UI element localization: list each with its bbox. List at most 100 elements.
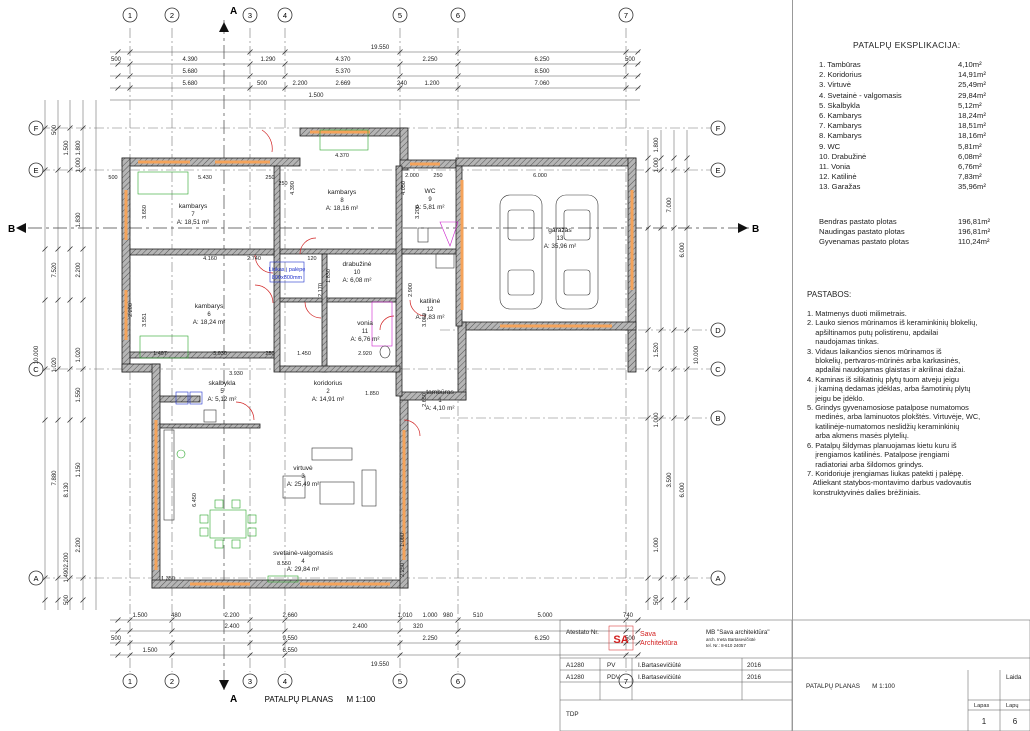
axis-4-bottom: 4 — [283, 677, 287, 686]
explication-row-area: 6,08m² — [958, 151, 982, 161]
dim-label: 3.551 — [142, 313, 148, 327]
axis-6-bottom-circle — [450, 673, 466, 689]
walls — [121, 127, 637, 589]
axis-A-left: A — [33, 574, 38, 583]
dim-tick — [55, 366, 61, 372]
dim-tick — [455, 73, 461, 79]
stage-code: TDP — [566, 711, 579, 718]
dim-tick — [42, 246, 48, 252]
axis-C-left-circle — [28, 361, 44, 377]
explication-title: PATALPŲ EKSPLIKACIJA: — [853, 40, 961, 50]
axis-2-bottom-circle — [164, 673, 180, 689]
explication-row-label: 2. Koridorius — [819, 70, 862, 80]
axis-5-top: 5 — [398, 11, 402, 20]
note-line: Atliekant statybos-montavimo darbus vado… — [807, 478, 972, 488]
dim-tick — [645, 327, 651, 333]
dim-label: 500 — [625, 636, 636, 642]
dim-label: 1.000 — [76, 157, 82, 173]
dim-tick — [645, 225, 651, 231]
dim-label: 1.497 — [153, 351, 167, 357]
row2-name: I.Bartasevičiūtė — [638, 674, 682, 681]
dim-tick — [80, 297, 86, 303]
explication-row-area: 18,24m² — [958, 111, 986, 121]
dim-label: 2.200 — [292, 81, 308, 87]
dim-tick — [247, 640, 253, 646]
dim-label: 500 — [625, 57, 636, 63]
dim-label: 5.680 — [182, 69, 198, 75]
dim-label: 500 — [111, 636, 122, 642]
dim-label: 1.800 — [654, 137, 660, 153]
dim-tick — [455, 49, 461, 55]
room-number: 13 — [557, 236, 564, 242]
axis-5-bottom: 5 — [398, 677, 402, 686]
axis-1-top: 1 — [128, 11, 132, 20]
dim-label: 3.650 — [142, 205, 148, 219]
axis-F-right-circle — [710, 120, 726, 136]
dim-tick — [115, 640, 121, 646]
axis-b-right: B — [715, 414, 720, 423]
room-area: A: 5,81 m² — [415, 204, 444, 211]
dim-label: 2.400 — [352, 624, 368, 630]
dim-tick — [397, 652, 403, 658]
dim-label: 8.130 — [64, 482, 70, 498]
dim-tick — [127, 640, 133, 646]
room-name: svetainė-valgomasis — [273, 550, 333, 557]
room-number: 4 — [301, 559, 305, 565]
doors — [235, 129, 427, 437]
axis-6-bottom: 6 — [456, 677, 460, 686]
dim-label: 980 — [443, 613, 454, 619]
dim-tick — [80, 575, 86, 581]
dim-tick — [671, 415, 677, 421]
notes-title: PASTABOS: — [807, 290, 852, 299]
room-area: A: 6,08 m² — [342, 277, 371, 284]
dim-label: 1.850 — [365, 391, 379, 397]
dim-tick — [169, 617, 175, 623]
sheet-title: PATALPŲ PLANAS M 1:100 — [806, 683, 895, 690]
dim-tick — [115, 617, 121, 623]
room-name: garažas — [548, 227, 572, 234]
room-number: 11 — [362, 329, 369, 335]
axis-E-right-circle — [710, 162, 726, 178]
title-block-texts: Atestato Nr. SA Sava Architektūra MB "Sa… — [566, 629, 1022, 726]
dim-tick — [55, 125, 61, 131]
dim-label: 2.170 — [318, 283, 324, 297]
dim-tick — [623, 652, 629, 658]
note-line: 4. Kaminas iš silikatinių plytų tuom atv… — [807, 374, 959, 384]
dim-tick — [115, 61, 121, 67]
dim-label: 4.390 — [290, 181, 296, 195]
dim-tick — [42, 297, 48, 303]
explication-row-area: 5,81m² — [958, 141, 982, 151]
dim-label: 7.520 — [52, 262, 58, 278]
dim-label: 1.830 — [76, 212, 82, 228]
dim-tick — [127, 628, 133, 634]
row1-code: A1280 — [566, 662, 585, 669]
room-area: A: 4,10 m² — [425, 405, 454, 412]
total-row-area: 110,24m² — [958, 237, 990, 247]
dim-tick — [397, 628, 403, 634]
explication-row-label: 4. Svetainė - valgomasis — [819, 90, 902, 100]
room-number: 9 — [428, 197, 432, 203]
dim-tick — [645, 167, 651, 173]
axis-E-right: E — [715, 166, 720, 175]
room-name: WC — [425, 188, 436, 195]
note-line: radiatoriai arba šildomos grindys. — [807, 459, 924, 469]
row1-year: 2016 — [747, 662, 762, 669]
firm-logo: SA — [613, 634, 628, 646]
dim-label: 1.000 — [654, 412, 660, 428]
dim-tick — [397, 85, 403, 91]
dim-tick — [671, 575, 677, 581]
dim-tick — [671, 167, 677, 173]
dim-label: 8.500 — [534, 69, 550, 75]
dim-tick — [80, 417, 86, 423]
axis-3-bottom: 3 — [248, 677, 252, 686]
dim-tick — [684, 575, 690, 581]
dim-tick — [282, 85, 288, 91]
dim-tick — [42, 366, 48, 372]
axis-F-right: F — [716, 124, 721, 133]
